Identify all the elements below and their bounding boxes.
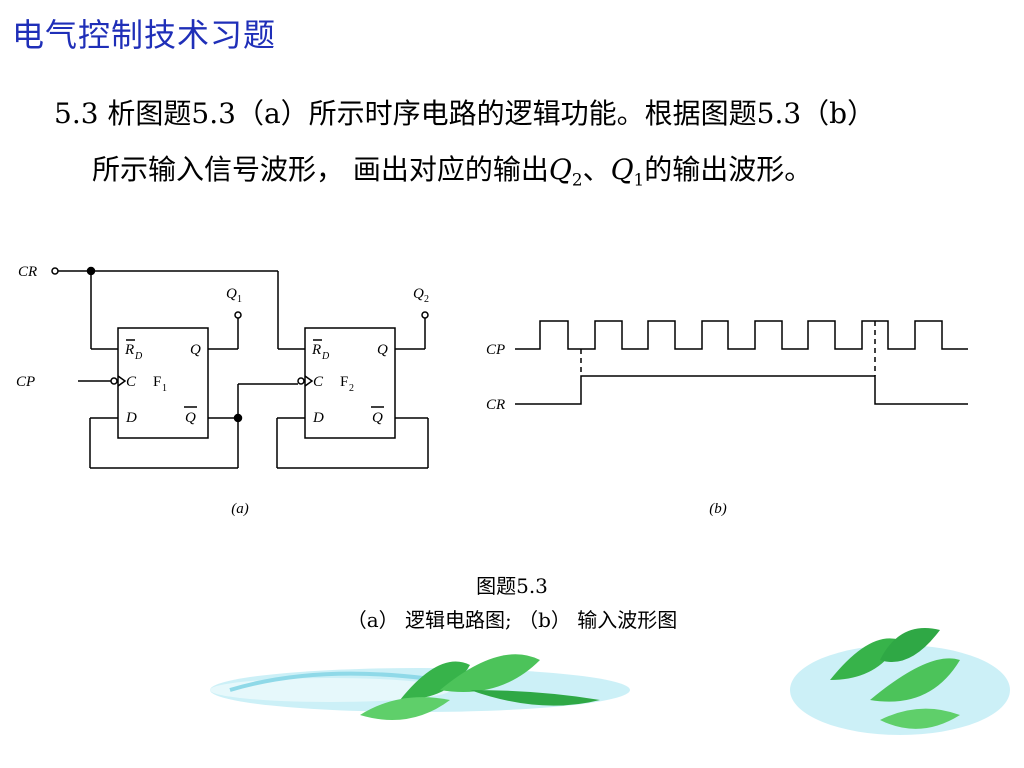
f2-q-label: Q [377,342,388,358]
problem-line-2-end: 的输出波形。 [644,153,813,186]
f2-rd-sub: D [321,351,330,362]
cr-waveform [515,375,968,405]
f1-name-sub: 1 [162,383,167,394]
separator: 、 [582,153,611,186]
f2-c-label: C [313,374,324,390]
q2-sub: 2 [571,169,583,190]
q1-output-sub: 1 [237,294,242,305]
wave-cr-label: CR [486,397,505,413]
problem-line-1: 5.3 析图题5.3（a）所示时序电路的逻辑功能。根据图题5.3（b） [54,97,876,130]
flip-flop-f1 [117,327,209,439]
cp-label: CP [16,374,35,390]
f1-c-label: C [126,374,137,390]
figure-caption-title: 图题5.3 [476,574,548,598]
f2-name: F [340,374,348,390]
wave-cp-label: CP [486,342,505,358]
q2-output-label: Q [413,286,424,302]
f2-name-sub: 2 [349,383,354,394]
problem-line-2: 所示输入信号波形， 画出对应的输出Q2、Q1的输出波形。 [40,142,1000,208]
q1-terminal [234,311,242,319]
q1-sub: 1 [633,169,645,190]
f2-d-label: D [312,410,324,426]
f1-rd-sub: D [134,351,143,362]
waveform-caption: (b) [709,501,727,517]
circuit-caption: (a) [231,501,249,517]
f1-qbar-label: Q [185,410,196,426]
figure-caption-subtitle: （a） 逻辑电路图; （b） 输入波形图 [346,608,678,632]
q1-label: Q [610,153,634,186]
f1-d-label: D [125,410,137,426]
f2-clock-marker [304,375,314,387]
f2-clock-bubble [297,377,305,385]
q2-output-sub: 2 [424,294,429,305]
cr-terminal [51,267,59,275]
problem-statement: 5.3 析图题5.3（a）所示时序电路的逻辑功能。根据图题5.3（b） 所示输入… [40,86,1000,208]
logic-circuit [51,266,429,469]
problem-line-2-text: 所示输入信号波形， 画出对应的输出 [92,153,549,186]
cp-waveform [515,320,968,350]
f1-rd-label: R [124,342,134,358]
input-waveforms [515,320,968,405]
f2-qbar-label: Q [372,410,383,426]
f2-rd-label: R [311,342,321,358]
flip-flop-f2 [304,327,396,439]
f1-name: F [153,374,161,390]
leaf-decoration [210,628,1010,735]
q1-output-label: Q [226,286,237,302]
f1-clock-marker [117,375,127,387]
q2-label: Q [548,153,572,186]
f1-clock-bubble [110,377,118,385]
cr-label: CR [18,264,37,280]
slide-title: 电气控制技术习题 [12,16,277,54]
q2-terminal [421,311,429,319]
f1-q-label: Q [190,342,201,358]
